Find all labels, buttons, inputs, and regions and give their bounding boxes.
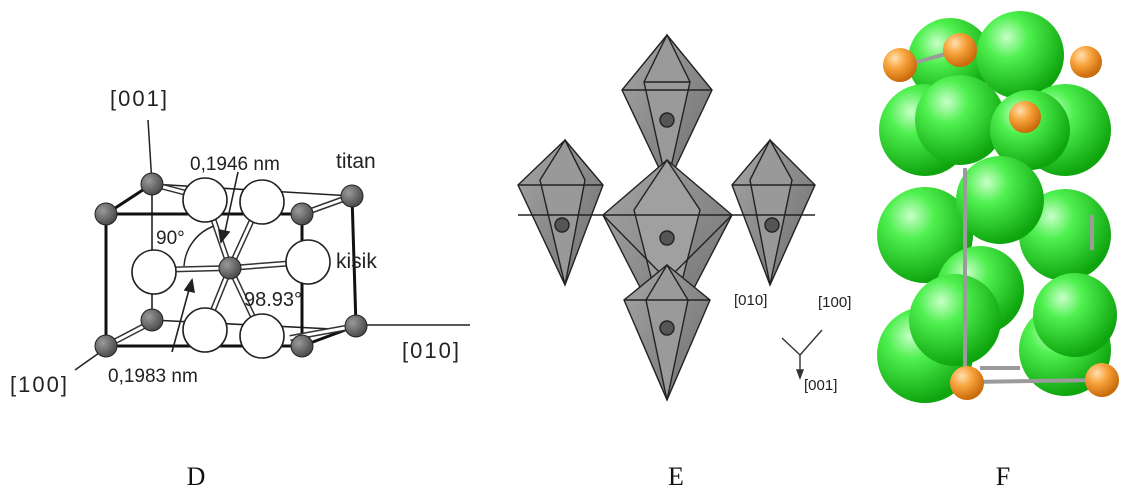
titanium-atom bbox=[290, 202, 314, 226]
panel-e-octahedra: [010] [100] [001] bbox=[517, 33, 851, 402]
oxygen-atom bbox=[239, 179, 285, 225]
titanium-sphere bbox=[1070, 46, 1102, 78]
octahedron-right bbox=[731, 138, 816, 287]
kisik-label: kisik bbox=[336, 250, 377, 273]
oxygen-sphere bbox=[976, 11, 1064, 99]
oxygen-atoms bbox=[131, 177, 331, 359]
titanium-atoms bbox=[94, 172, 368, 358]
bond-length-long-label: 0,1983 nm bbox=[108, 366, 198, 387]
titanium-sphere bbox=[883, 48, 917, 82]
titanium-sphere bbox=[943, 33, 977, 67]
oxygen-atom bbox=[182, 307, 228, 353]
caption-e: E bbox=[668, 462, 684, 491]
oxygen-sphere bbox=[956, 156, 1044, 244]
oxygen-atom bbox=[182, 177, 228, 223]
orange-spheres bbox=[883, 33, 1119, 400]
titanium-sphere bbox=[1085, 363, 1119, 397]
octahedra bbox=[517, 33, 816, 402]
oxygen-atom bbox=[285, 239, 331, 285]
axis-010-label: [010] bbox=[402, 338, 461, 363]
octahedron-center bbox=[602, 158, 733, 342]
panel-f-sphere-packing bbox=[877, 11, 1119, 403]
angle-98-label: 98.93° bbox=[244, 289, 302, 311]
titanium-atom bbox=[140, 172, 164, 196]
oxygen-sphere bbox=[1033, 273, 1117, 357]
titanium-atom bbox=[344, 314, 368, 338]
bond-arrows bbox=[171, 171, 239, 353]
e-axis-001-label: [001] bbox=[804, 377, 837, 394]
axis-001-label: [001] bbox=[110, 86, 169, 111]
panel-d-unit-cell: [001] [010] [100] 0,1946 nm 0,1983 nm 90… bbox=[10, 86, 470, 397]
titanium-sphere bbox=[1009, 101, 1041, 133]
caption-f: F bbox=[995, 462, 1011, 491]
oxygen-atom bbox=[239, 313, 285, 359]
titanium-atom bbox=[290, 334, 314, 358]
titanium-atom bbox=[94, 202, 118, 226]
octahedron-bottom bbox=[623, 263, 711, 402]
oxygen-sphere bbox=[909, 274, 1001, 366]
titanium-atom bbox=[340, 184, 364, 208]
oxygen-sphere bbox=[915, 75, 1005, 165]
oxygen-atom bbox=[131, 249, 177, 295]
angle-90-label: 90° bbox=[156, 228, 185, 249]
angle-90-arc bbox=[183, 225, 215, 267]
titanium-atom bbox=[94, 334, 118, 358]
axes-triad bbox=[781, 329, 823, 380]
e-axis-100-label: [100] bbox=[818, 294, 851, 311]
titanium-atom-center bbox=[218, 256, 242, 280]
bond-length-short-label: 0,1946 nm bbox=[190, 154, 280, 175]
octahedron-left bbox=[517, 138, 604, 287]
titanium-atom bbox=[140, 308, 164, 332]
titanium-sphere bbox=[950, 366, 984, 400]
caption-d: D bbox=[186, 462, 206, 491]
e-axis-010-label: [010] bbox=[734, 292, 767, 309]
titan-label: titan bbox=[336, 150, 376, 173]
axis-100-label: [100] bbox=[10, 372, 69, 397]
